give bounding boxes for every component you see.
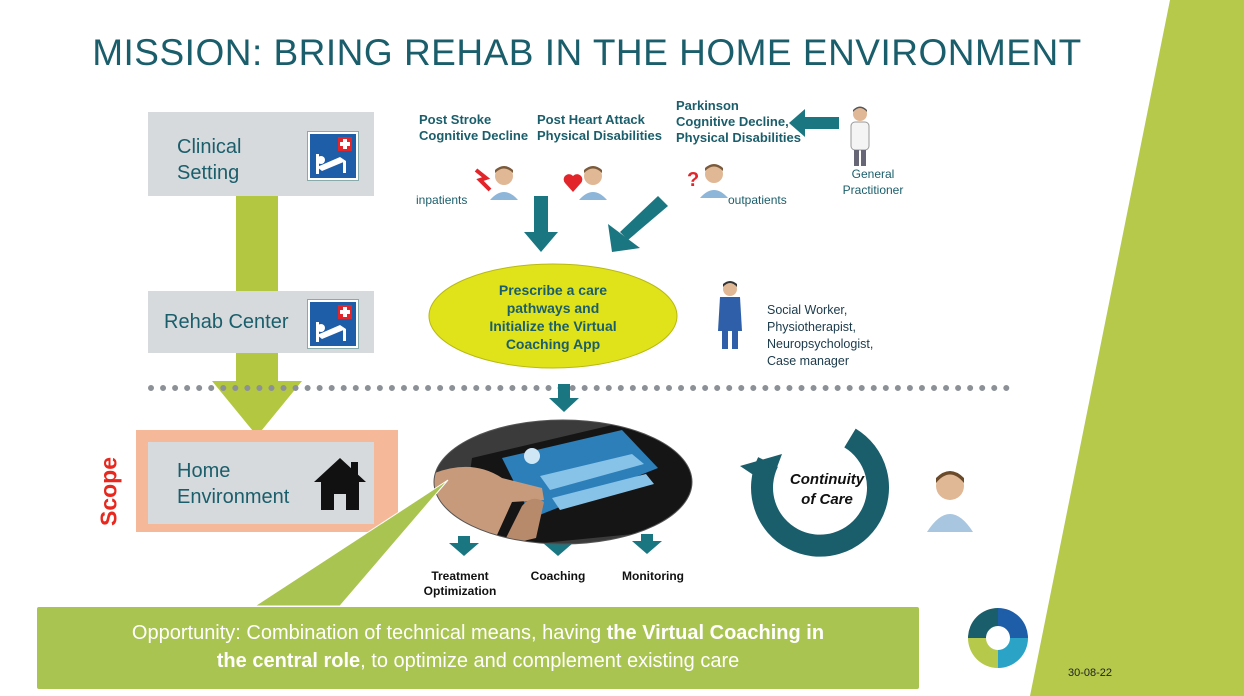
- gp-arrow: [805, 117, 839, 129]
- continuity-label: Continuity of Care: [777, 470, 877, 510]
- home-label-line2: Environment: [177, 486, 290, 508]
- rehab-center-label: Rehab Center: [164, 311, 289, 333]
- staff-line3: Neuropsychologist,: [767, 337, 874, 351]
- gp-label-line1: General: [851, 167, 895, 181]
- treatment-label: Treatment Optimization: [412, 569, 508, 599]
- continuity-cycle: [740, 428, 889, 557]
- callout-text-part2: , to optimize and complement existing ca…: [360, 650, 740, 672]
- rehab-center-box: Rehab Center: [148, 291, 374, 353]
- home-label-line1: Home: [177, 460, 231, 482]
- doctor-icon: [850, 106, 870, 166]
- condition-stroke: Post Stroke Cognitive Decline: [419, 112, 528, 144]
- clinical-setting-box: Clinical Setting: [148, 112, 374, 196]
- prescribe-text: Prescribe a care pathways and Initialize…: [447, 281, 659, 353]
- staff-line2: Physiotherapist,: [767, 320, 856, 334]
- clinical-setting-label-line1: Clinical: [177, 136, 242, 158]
- condition-parkinson-line3: Physical Disabilities: [676, 130, 802, 145]
- condition-stroke-line1: Post Stroke: [419, 112, 492, 127]
- opportunity-callout: Opportunity: Combination of technical me…: [36, 606, 920, 690]
- gp-label: General Practitioner: [828, 166, 918, 198]
- callout-text-part1: Opportunity: Combination of technical me…: [131, 622, 607, 644]
- home-environment-box: Home Environment: [148, 442, 374, 524]
- tablet-photo: [433, 419, 693, 545]
- condition-heart-line2: Physical Disabilities: [537, 128, 663, 143]
- continuity-line2: of Care: [801, 491, 853, 508]
- stroke-patient-icon: [474, 166, 518, 200]
- heart-patient-icon: [563, 166, 607, 200]
- continuity-line1: Continuity: [789, 471, 865, 488]
- condition-parkinson: Parkinson Cognitive Decline, Physical Di…: [676, 98, 801, 146]
- condition-heart-attack: Post Heart Attack Physical Disabilities: [537, 112, 662, 144]
- prescribe-line1: Prescribe a care: [498, 282, 608, 298]
- condition-stroke-line2: Cognitive Decline: [419, 128, 529, 143]
- monitoring-label: Monitoring: [622, 569, 684, 583]
- callout-bold-part2: the central role: [216, 650, 361, 672]
- right-lime-band: [1030, 0, 1244, 696]
- parkinson-patient-icon: ?: [687, 164, 728, 198]
- prescribe-line3: Initialize the Virtual: [489, 318, 617, 334]
- condition-parkinson-line1: Parkinson: [676, 98, 739, 113]
- coaching-label: Coaching: [530, 569, 586, 583]
- gp-label-line2: Practitioner: [842, 183, 904, 197]
- condition-heart-line1: Post Heart Attack: [537, 112, 645, 127]
- slide-date: 30-08-22: [1068, 667, 1113, 679]
- setting-flow-arrows: [212, 196, 302, 436]
- staff-line1: Social Worker,: [767, 303, 848, 317]
- clinical-setting-label-line2: Setting: [177, 162, 240, 184]
- prescribe-line2: pathways and: [506, 300, 600, 316]
- home-patient-icon: [927, 471, 973, 532]
- treatment-line1: Treatment: [431, 569, 489, 583]
- divider-line: [148, 385, 1010, 391]
- care-staff-icon: [718, 281, 742, 349]
- hospital-bed-icon: [308, 132, 358, 180]
- svg-text:?: ?: [687, 169, 699, 191]
- page-title: MISSION: BRING REHAB IN THE HOME ENVIRON…: [92, 32, 1082, 73]
- rehab-bed-icon: [308, 300, 358, 348]
- logo-icon: [968, 608, 1028, 668]
- care-staff-label: Social Worker, Physiotherapist, Neuropsy…: [767, 302, 873, 370]
- inpatients-label: inpatients: [416, 193, 468, 207]
- scope-label: Scope: [95, 456, 122, 527]
- staff-line4: Case manager: [767, 354, 849, 368]
- prescribe-line4: Coaching App: [505, 336, 601, 352]
- prescribe-ellipse: [428, 263, 678, 369]
- callout-bold-part1: the Virtual Coaching in: [606, 622, 825, 644]
- treatment-line2: Optimization: [423, 584, 497, 598]
- house-icon: [314, 458, 366, 510]
- outpatients-label: outpatients: [728, 193, 787, 207]
- condition-parkinson-line2: Cognitive Decline,: [676, 114, 789, 129]
